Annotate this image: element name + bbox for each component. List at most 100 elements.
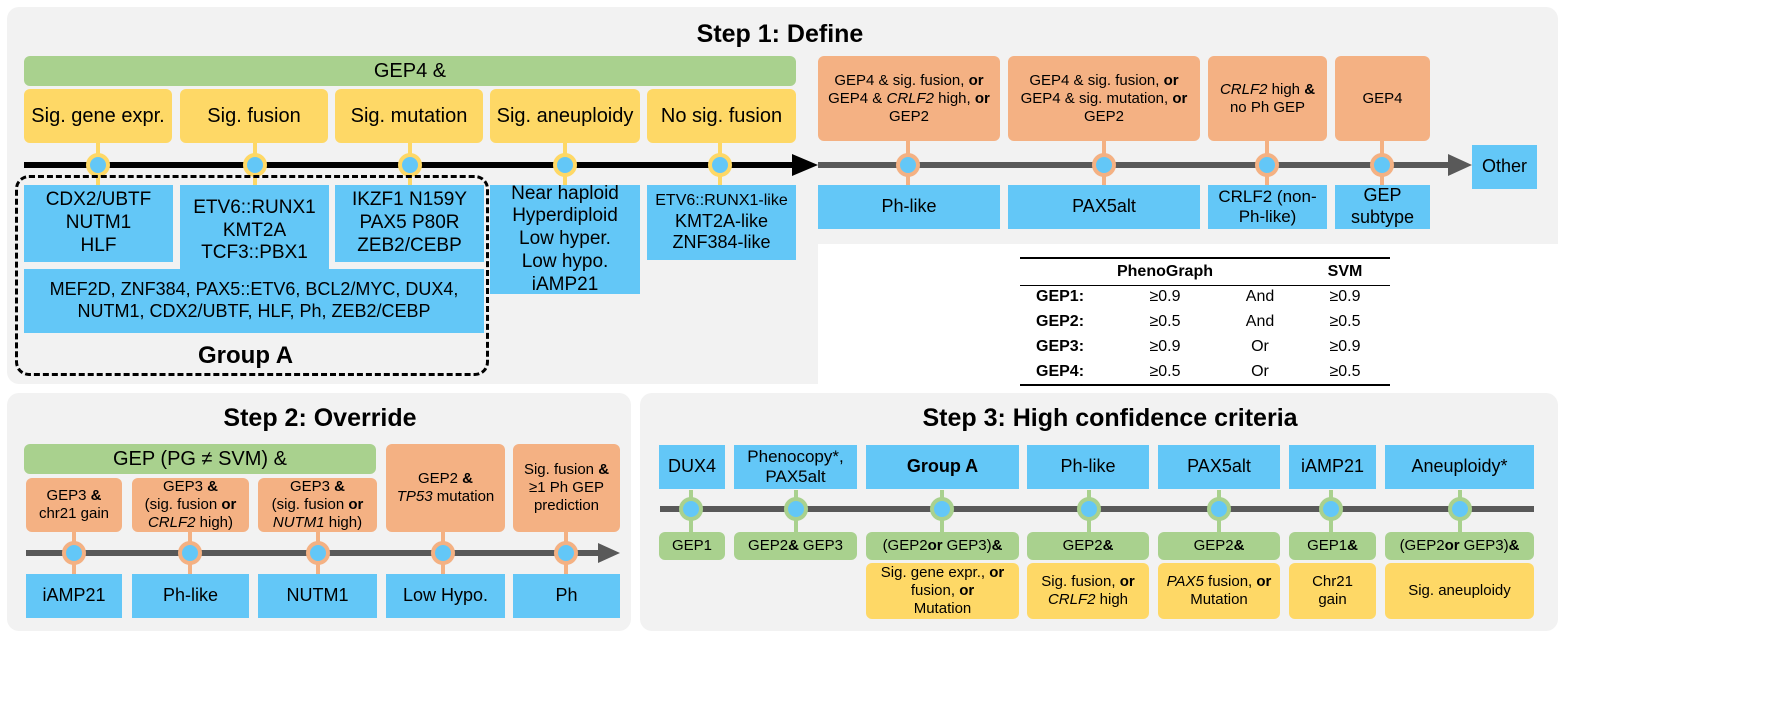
green-text: (GEP2 [882,537,928,554]
step3-green-iamp21: GEP1 & [1289,532,1376,560]
step2-result-ph: Ph [513,574,620,618]
yellow-sig-gene-expr-label: Sig. gene expr. [31,105,165,127]
cond-text: GEP2 [888,107,930,125]
table-bottom-rule [1020,384,1390,386]
result-crlf2: CRLF2 (non-Ph-like) [1208,185,1327,229]
table-cell: ≥0.5 [1329,312,1361,330]
table-header-rule [1020,285,1390,286]
step1-right-arrow-head [1448,154,1472,176]
step3-top-pax5alt: PAX5alt [1158,445,1280,489]
step3-green-ph-like: GEP2 & [1027,532,1149,560]
result-label: Ph-like [162,585,219,606]
step3-top-label: Aneuploidy* [1411,456,1508,477]
step2-header-label: GEP (PG ≠ SVM) & [113,448,287,470]
cond-or: or [1172,89,1188,107]
cond-text: GEP3 [289,478,335,495]
table-cell: ≥0.9 [1149,287,1181,305]
mutation-item: PAX5 P80R [359,212,460,234]
step1-gep4-header: GEP4 & [24,56,796,86]
step3-top-label: PAX5alt [1187,456,1251,477]
aneuploidy-item: Hyperdiploid [512,205,618,227]
cond-text: GEP4 & [828,89,887,107]
table-cell: GEP2: [1036,312,1085,330]
step3-top-group-a: Group A [866,445,1019,489]
cond-and: & [90,487,102,504]
cond-text: (sig. fusion [271,496,349,513]
table-cell: ≥0.5 [1149,312,1181,330]
yellow-sig-aneuploidy: Sig. aneuploidy [490,89,640,143]
step3-top-phenocopy: Phenocopy*, PAX5alt [734,445,857,489]
step2-result-iamp21: iAMP21 [26,574,122,618]
wide-list-line: NUTM1, CDX2/UBTF, HLF, Ph, ZEB2/CEBP [77,301,431,321]
aneuploidy-item: Low hyper. [519,228,611,250]
step3-yellow-aneuploidy: Sig. aneuploidy [1385,563,1534,619]
table-cell: And [1245,312,1275,330]
step2-cond-nutm1: GEP3 & (sig. fusion or NUTM1 high) [258,478,377,532]
yellow-sig-gene-expr: Sig. gene expr. [24,89,172,143]
green-and: & [1508,537,1520,554]
aneuploidy-item: iAMP21 [531,273,599,295]
yellow-no-sig-fusion-label: No sig. fusion [660,105,783,127]
cond-and: & [1304,80,1316,98]
cond-text: high, [934,89,975,107]
result-pax5alt: PAX5alt [1008,185,1200,229]
table-cell: Or [1251,362,1269,380]
cond-and: & [207,478,219,495]
orange-cond-ph-like: GEP4 & sig. fusion, or GEP4 & CRLF2 high… [818,56,1000,141]
cond-text: (sig. fusion [144,496,222,513]
step3-green-dux4: GEP1 [659,532,725,560]
step3-top-label: Group A [906,456,979,477]
table-cell: ≥0.9 [1329,287,1361,305]
cond-or: or [974,89,990,107]
step2-result-ph-like: Ph-like [132,574,249,618]
cond-or: or [348,496,364,513]
yellow-text: Mutation [913,600,972,617]
cond-text: GEP4 & sig. fusion, [834,71,969,89]
step3-green-aneuploidy: (GEP2 or GEP3) & [1385,532,1534,560]
cond-gene: NUTM1 [272,514,325,531]
step2-header: GEP (PG ≠ SVM) & [24,444,376,474]
table-cell: ≥0.9 [1149,337,1181,355]
step2-cond-ph-like: GEP3 & (sig. fusion or CRLF2 high) [132,478,249,532]
no-fusion-item: ZNF384-like [672,232,771,253]
orange-cond-pax5alt: GEP4 & sig. fusion, or GEP4 & sig. mutat… [1008,56,1200,141]
table-header-cell [1020,259,1110,284]
yellow-sig-fusion: Sig. fusion [180,89,328,143]
blue-mutation-list: IKZF1 N159Y PAX5 P80R ZEB2/CEBP [335,185,484,262]
step3-title: Step 3: High confidence criteria [922,404,1298,432]
cond-text: no Ph GEP [1229,98,1306,116]
blue-wide-list: MEF2D, ZNF384, PAX5::ETV6, BCL2/MYC, DUX… [24,269,484,333]
step1-title: Step 1: Define [696,20,864,48]
result-label: Low Hypo. [402,585,489,606]
step2-cond-low-hypo: GEP2 & TP53 mutation [386,444,505,532]
green-text: GEP3 [802,537,843,554]
yellow-or: or [1256,573,1272,590]
yellow-or: or [959,582,975,599]
mutation-item: IKZF1 N159Y [351,189,468,211]
yellow-text: Sig. gene expr., [880,564,990,581]
table-top-rule [1020,257,1390,259]
cond-text: GEP4 & sig. mutation, [1020,89,1173,107]
step3-top-ph-like: Ph-like [1027,445,1149,489]
step2-cond-ph: Sig. fusion & ≥1 Ph GEP prediction [513,444,620,532]
cond-gene: TP53 [396,488,433,505]
yellow-sig-fusion-label: Sig. fusion [207,105,301,127]
orange-cond-crlf2: CRLF2 high & no Ph GEP [1208,56,1327,141]
aneuploidy-item: Low hypo. [521,250,609,272]
wide-list-line: MEF2D, ZNF384, PAX5::ETV6, BCL2/MYC, DUX… [49,279,459,300]
cond-text: ≥1 Ph GEP prediction [529,479,604,514]
table-header-row: PhenoGraph SVM [1020,259,1390,284]
blue-fusion-list: ETV6::RUNX1 KMT2A TCF3::PBX1 [180,185,329,269]
step3-top-dux4: DUX4 [659,445,725,489]
green-text: GEP1 [671,537,713,554]
cond-or: or [968,71,984,89]
group-a-dashed-border [15,175,489,376]
step3-top-label: DUX4 [667,456,716,477]
green-text: (GEP2 [1399,537,1445,554]
green-text: GEP1 [1307,537,1348,554]
result-ph-like: Ph-like [818,185,1000,229]
step3-yellow-pax5alt: PAX5 fusion, or Mutation [1158,563,1280,619]
fusion-item: KMT2A [222,219,287,241]
cond-text: GEP4 [1362,89,1403,107]
